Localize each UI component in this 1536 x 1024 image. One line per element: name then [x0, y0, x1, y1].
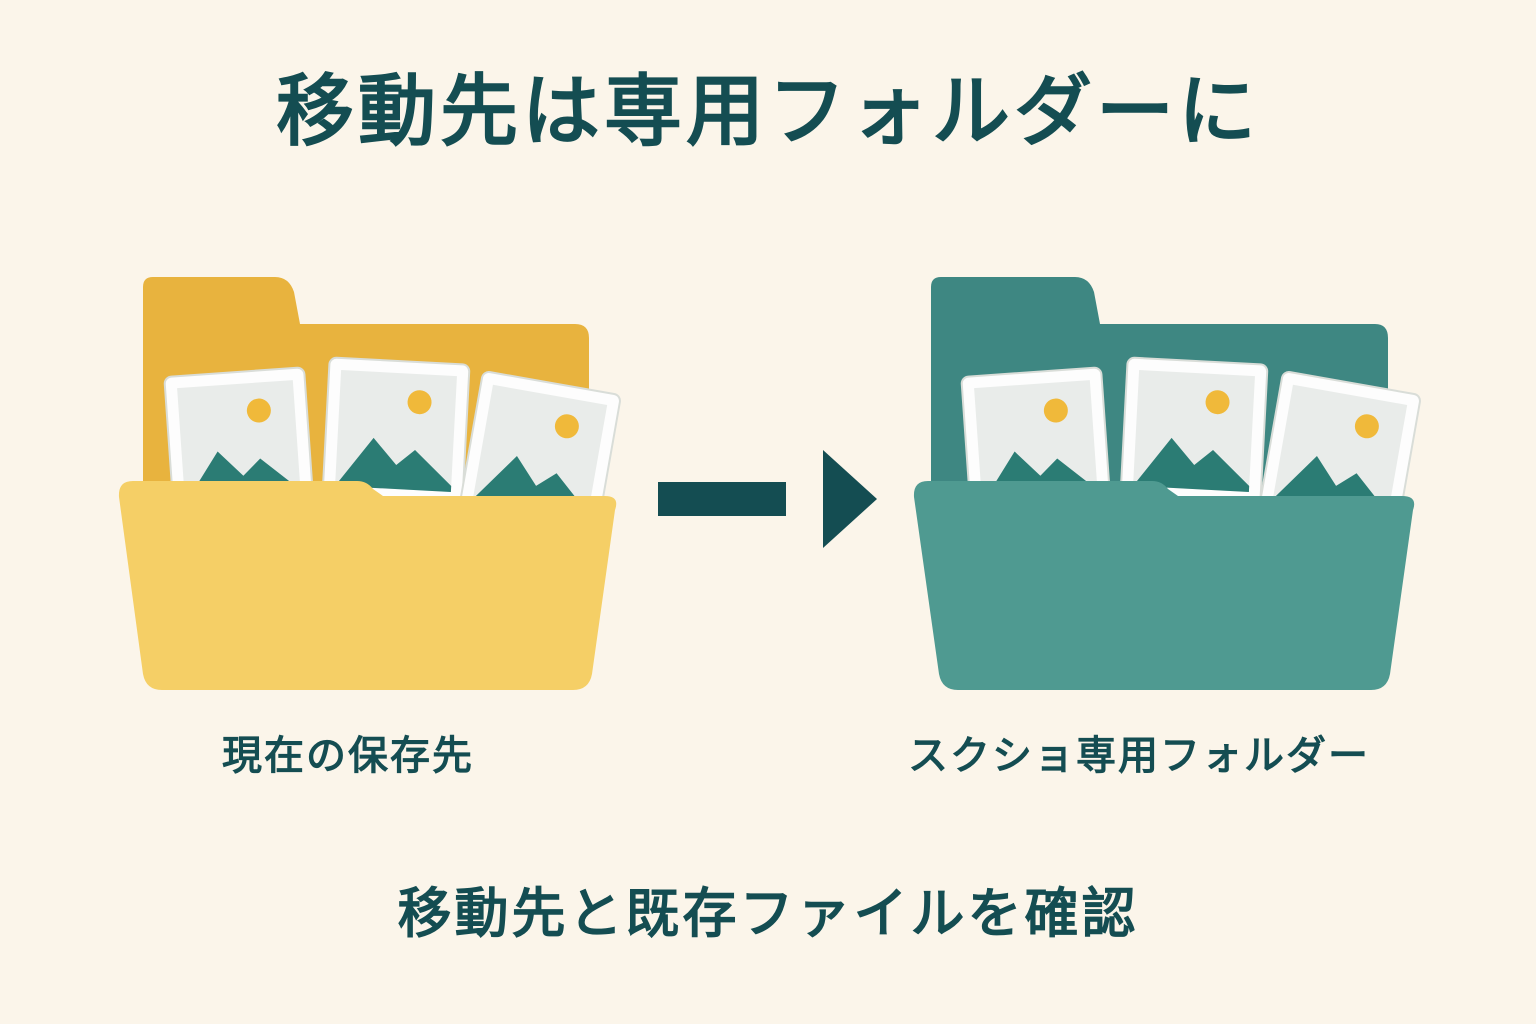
- arrow-right-icon: [658, 450, 877, 548]
- destination-folder-label: スクショ専用フォルダー: [908, 733, 1370, 779]
- footer-caption: 移動先と既存ファイルを確認: [397, 882, 1139, 945]
- destination-folder-front: [913, 481, 1415, 690]
- destination-folder-icon: [913, 277, 1423, 690]
- source-folder-label: 現在の保存先: [222, 733, 474, 779]
- source-folder-icon: [118, 277, 623, 690]
- source-folder-front: [118, 481, 617, 690]
- page-title: 移動先は専用フォルダーに: [275, 67, 1260, 157]
